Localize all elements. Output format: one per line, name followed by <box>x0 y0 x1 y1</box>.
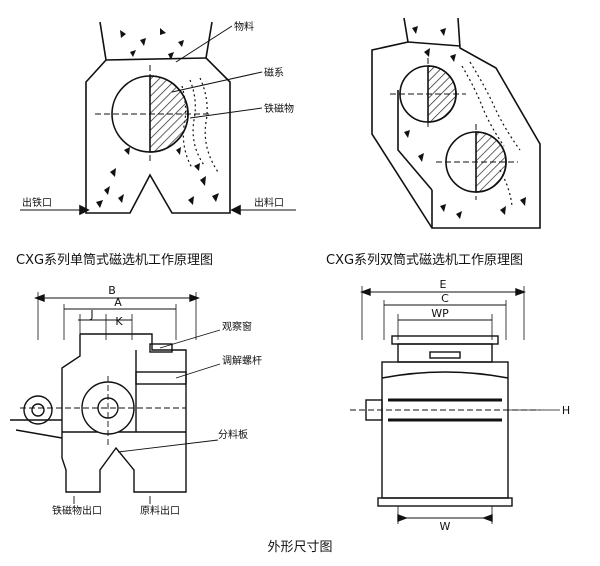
label-iron: 铁磁物 <box>264 102 294 115</box>
double-magnet-upper <box>427 65 457 123</box>
label-material: 物料 <box>234 20 254 33</box>
label-adjust-rod: 调解螺杆 <box>222 354 262 367</box>
single-particles <box>96 28 219 208</box>
dim-wp: WP <box>431 307 449 320</box>
dim-a: A <box>114 296 122 309</box>
dim-h: H <box>562 404 570 417</box>
dim-e: E <box>440 278 447 291</box>
front-housing <box>381 361 509 499</box>
dim-w: W <box>440 520 451 533</box>
dim-j: J <box>89 308 93 321</box>
label-material-outlet-side: 原料出口 <box>140 504 180 517</box>
front-top-flange <box>391 335 499 345</box>
caption-outline-dimensions: 外形尺寸图 <box>267 540 332 555</box>
label-material-outlet: 出料口 <box>254 196 284 209</box>
label-magnet-system: 磁系 <box>264 66 284 79</box>
dim-k: K <box>115 315 123 328</box>
double-drum-diagram <box>371 17 541 229</box>
single-drum-diagram <box>20 21 296 216</box>
label-iron-outlet-side: 铁磁物出口 <box>52 504 102 517</box>
single-hopper <box>85 21 231 214</box>
label-iron-outlet: 出铁口 <box>22 196 52 209</box>
label-observation-window: 观察窗 <box>222 320 252 333</box>
caption-single-drum: CXG系列单筒式磁选机工作原理图 <box>16 252 213 268</box>
label-divider-plate: 分料板 <box>218 428 248 441</box>
front-view-diagram <box>350 286 560 524</box>
side-body <box>61 333 187 493</box>
caption-double-drum: CXG系列双筒式磁选机工作原理图 <box>326 252 523 268</box>
dim-c: C <box>441 292 449 305</box>
side-view-diagram <box>10 292 221 504</box>
double-hopper <box>371 17 541 229</box>
dim-b: B <box>108 284 116 297</box>
